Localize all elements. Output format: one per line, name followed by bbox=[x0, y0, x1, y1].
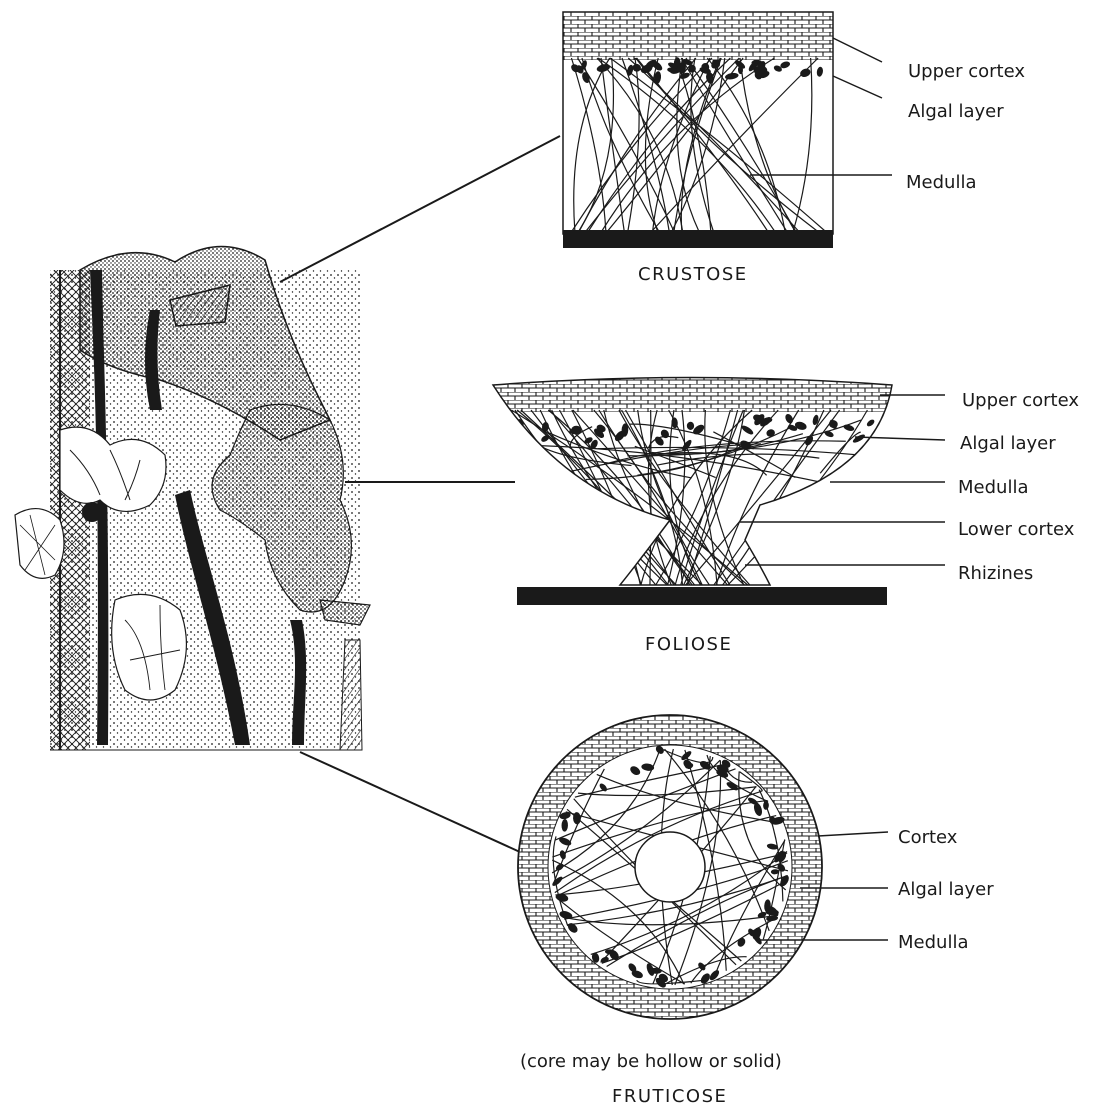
foliose-label-rhizines: Rhizines bbox=[958, 563, 1033, 584]
foliose-label-upper-cortex: Upper cortex bbox=[962, 390, 1079, 411]
crustose-label-upper-cortex: Upper cortex bbox=[908, 61, 1025, 82]
connector-crustose bbox=[280, 136, 560, 282]
crustose-label-algal-layer: Algal layer bbox=[908, 101, 1004, 122]
connector-fruticose bbox=[300, 752, 520, 852]
crustose-caption: CRUSTOSE bbox=[638, 264, 748, 285]
foliose-section bbox=[490, 370, 945, 605]
fruticose-label-medulla: Medulla bbox=[898, 932, 968, 953]
foliose-label-algal-layer: Algal layer bbox=[960, 433, 1056, 454]
fruticose-label-cortex: Cortex bbox=[898, 827, 957, 848]
fruticose-core-note: (core may be hollow or solid) bbox=[520, 1051, 782, 1072]
fruticose-caption: FRUTICOSE bbox=[612, 1086, 727, 1107]
fruticose-section bbox=[518, 715, 888, 1019]
crustose-section bbox=[563, 12, 892, 248]
fruticose-label-algal-layer: Algal layer bbox=[898, 879, 994, 900]
foliose-caption: FOLIOSE bbox=[645, 634, 732, 655]
tree-bark-illustration bbox=[15, 246, 370, 750]
foliose-label-medulla: Medulla bbox=[958, 477, 1028, 498]
crustose-label-medulla: Medulla bbox=[906, 172, 976, 193]
foliose-label-lower-cortex: Lower cortex bbox=[958, 519, 1074, 540]
